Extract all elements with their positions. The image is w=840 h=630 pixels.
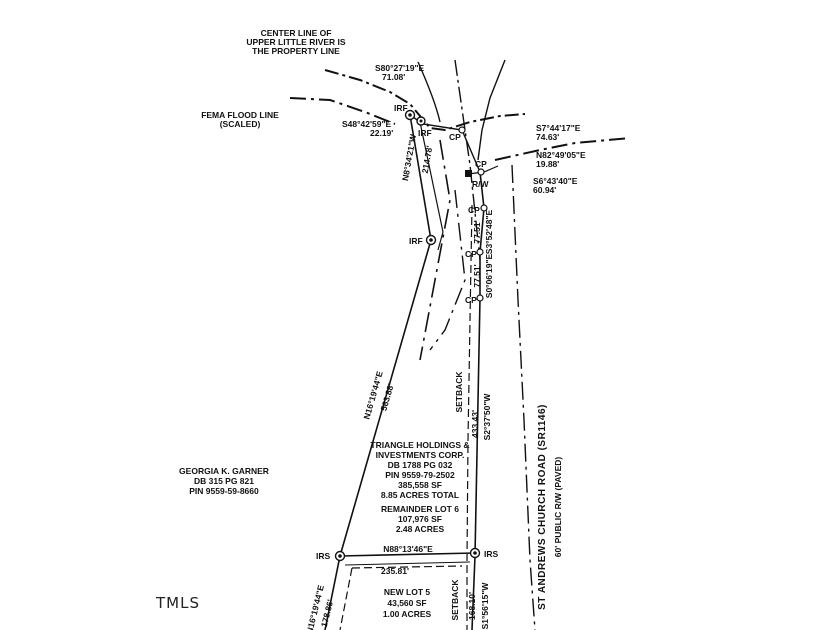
top-boundary	[409, 114, 481, 173]
bearing-3: S7°44'17"E	[536, 123, 581, 133]
distance-1: 71.08'	[382, 72, 405, 82]
new-lot-line-3: 1.00 ACRES	[383, 609, 432, 619]
new-lot-block: NEW LOT 5 43,560 SF 1.00 ACRES	[383, 587, 432, 619]
flood-line-east	[494, 137, 631, 161]
east-boundary	[471, 171, 485, 630]
point-labels: IRF IRF CP CP R/W CP CP CP IRF IRS IRS	[316, 103, 499, 561]
flood-note: FEMA FLOOD LINE (SCALED)	[201, 110, 279, 129]
dash-line-a	[419, 139, 451, 361]
remainder-line-3: 2.48 ACRES	[396, 524, 445, 534]
label-cp-4: CP	[465, 249, 477, 259]
new-lot-setback-top	[351, 565, 463, 569]
flood-note-line-2: (SCALED)	[220, 119, 261, 129]
flood-line	[289, 97, 396, 125]
river-note-line-1: CENTER LINE OF	[261, 28, 332, 38]
distance-4: 19.88'	[536, 159, 559, 169]
irs-west-marker-dot	[338, 554, 342, 558]
tmls-watermark: TMLS	[155, 594, 200, 612]
cp-marker-2	[477, 168, 485, 176]
river-bank	[417, 61, 441, 123]
irs-east-marker-dot	[473, 551, 477, 555]
distance-8: 77.51'	[472, 264, 482, 287]
irf-top-marker-dot	[408, 113, 412, 117]
road-rw-west	[466, 204, 473, 630]
label-irf-second: IRF	[418, 128, 432, 138]
dash-line-b	[429, 189, 466, 351]
label-cp-2: CP	[475, 159, 487, 169]
irf-second-marker-dot	[419, 119, 423, 123]
bearing-1: S80°27'19"E	[375, 63, 424, 73]
road-label: ST ANDREWS CHURCH ROAD (SR1146) 60' PUBL…	[537, 404, 563, 610]
owner-line-1: TRIANGLE HOLDINGS &	[370, 440, 469, 450]
distance-7: 77.51'	[472, 220, 482, 243]
monuments	[334, 109, 488, 562]
owner-line-6: 8.85 ACRES TOTAL	[381, 490, 459, 500]
bearing-2: S48°42'59"E	[342, 119, 391, 129]
label-cp-3: CP	[468, 205, 480, 215]
distance-13: 168.10'	[467, 592, 477, 620]
distance-3: 74.63'	[536, 132, 559, 142]
bearing-5: S6°43'40"E	[533, 176, 578, 186]
road-edge-east	[511, 164, 536, 630]
distance-2: 22.19'	[370, 128, 393, 138]
distance-5: 60.94'	[533, 185, 556, 195]
river-note-line-2: UPPER LITTLE RIVER IS	[246, 37, 346, 47]
linework	[289, 59, 631, 630]
cp-marker-1	[458, 126, 466, 134]
road-rw-note: 60' PUBLIC R/W (PAVED)	[553, 457, 563, 558]
cp-marker-4	[476, 248, 484, 256]
setback-label-lower: SETBACK	[450, 579, 460, 621]
label-cp-5: CP	[465, 295, 477, 305]
owner-block: TRIANGLE HOLDINGS & INVESTMENTS CORP. DB…	[370, 440, 469, 500]
adjoiner-line-3: PIN 9559-59-8660	[189, 486, 259, 496]
cp-marker-5	[476, 294, 484, 302]
label-irf-mid: IRF	[409, 236, 423, 246]
remainder-lot-block: REMAINDER LOT 6 107,976 SF 2.48 ACRES	[381, 504, 459, 534]
road-name: ST ANDREWS CHURCH ROAD (SR1146)	[537, 404, 548, 610]
bearing-11: N88°13'46"E	[383, 544, 433, 554]
setback-label-upper: SETBACK	[454, 371, 464, 413]
owner-line-3: DB 1788 PG 032	[388, 460, 453, 470]
adjoiner-line-2: DB 315 PG 821	[194, 476, 254, 486]
distance-6: 214.78'	[420, 145, 435, 174]
lot-line	[339, 552, 476, 557]
label-rw: R/W	[472, 179, 490, 189]
west-boundary-upper	[409, 114, 432, 241]
adjoiner-block: GEORGIA K. GARNER DB 315 PG 821 PIN 9559…	[179, 466, 269, 496]
new-lot-line-2: 43,560 SF	[387, 598, 426, 608]
rw-monument	[465, 170, 472, 177]
creek-line	[477, 59, 506, 161]
bearing-10: S2°37'50"W	[482, 393, 492, 441]
road-centerline	[454, 59, 481, 261]
new-lot-line-1: NEW LOT 5	[384, 587, 431, 597]
owner-line-5: 385,558 SF	[398, 480, 442, 490]
label-irs-west: IRS	[316, 551, 331, 561]
flood-note-line-1: FEMA FLOOD LINE	[201, 110, 279, 120]
adjoiner-line-1: GEORGIA K. GARNER	[179, 466, 269, 476]
irf-mid-marker-dot	[429, 238, 433, 242]
label-irf-top: IRF	[394, 103, 408, 113]
bearing-4: N82°49'05"E	[536, 150, 586, 160]
remainder-line-1: REMAINDER LOT 6	[381, 504, 459, 514]
distance-10: 433.43'	[470, 410, 480, 438]
label-irs-east: IRS	[484, 549, 499, 559]
bearing-8: S0°06'19"E	[484, 253, 494, 298]
label-cp-1: CP	[449, 132, 461, 142]
river-note-line-3: THE PROPERTY LINE	[252, 46, 340, 56]
distance-11: 235.81'	[381, 566, 409, 576]
river-note: CENTER LINE OF UPPER LITTLE RIVER IS THE…	[246, 28, 346, 56]
owner-line-2: INVESTMENTS CORP.	[376, 450, 465, 460]
new-lot-setback	[339, 567, 353, 630]
cp-marker-3	[480, 204, 488, 212]
bearing-7: S3°52'48"E	[484, 209, 494, 254]
owner-line-4: PIN 9559-79-2502	[385, 470, 455, 480]
bearing-13: S1°56'15"W	[480, 582, 490, 630]
remainder-line-2: 107,976 SF	[398, 514, 442, 524]
west-boundary-offset	[419, 121, 444, 251]
dimension-line	[344, 561, 471, 566]
